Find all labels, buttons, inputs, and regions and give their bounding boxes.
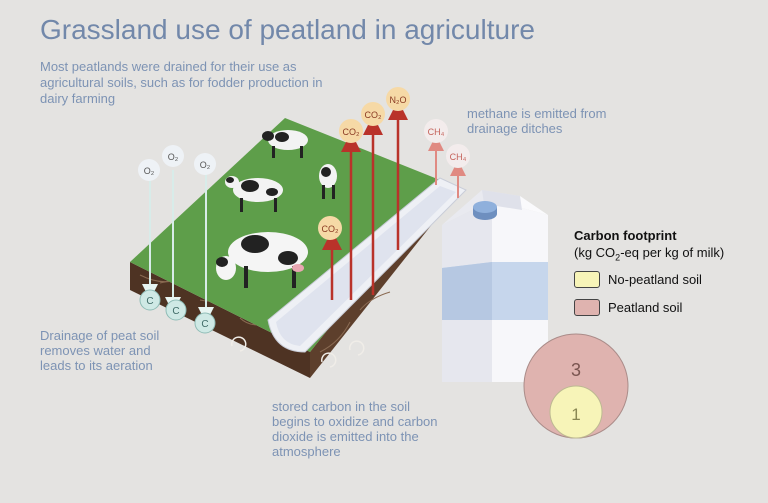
intro-text: Most peatlands were drained for their us…: [40, 59, 323, 106]
legend-label: No-peatland soil: [608, 272, 702, 287]
peatland-value: 3: [571, 360, 581, 380]
o2-bubble: O₂: [194, 153, 216, 175]
carbon-bubble: C: [165, 299, 187, 321]
co2-label: CO₂: [322, 224, 340, 234]
o2-label: O₂: [200, 160, 211, 170]
co2-label: CO₂: [343, 127, 361, 137]
carbon-bubble: C: [194, 312, 216, 334]
drainage-ditch: [267, 177, 467, 353]
ch4-bubble: CH₄: [446, 144, 470, 168]
legend-item-peatland: Peatland soil: [574, 299, 682, 316]
cow-icon: [216, 232, 308, 288]
o2-bubble: O₂: [138, 159, 160, 181]
co2-arrows: [322, 100, 408, 300]
n2o-label: N₂O: [390, 95, 407, 105]
carbon-label: C: [201, 319, 208, 330]
no-peatland-value: 1: [571, 405, 580, 424]
co2-bubble: CO₂: [339, 119, 363, 143]
cow-icon: [225, 176, 283, 212]
methane-arrows: [428, 135, 466, 198]
carbon-label: C: [172, 306, 179, 317]
legend-swatch: [574, 271, 600, 288]
o2-label: O₂: [168, 152, 179, 162]
o2-label: O₂: [144, 166, 155, 176]
ch4-bubble: CH₄: [424, 119, 448, 143]
legend-item-no-peatland: No-peatland soil: [574, 271, 702, 288]
legend-title: Carbon footprint: [574, 228, 677, 243]
page-title: Grassland use of peatland in agriculture: [40, 14, 535, 45]
drainage-note: Drainage of peat soil removes water and …: [40, 328, 160, 373]
cow-icon: [262, 130, 308, 158]
legend-label: Peatland soil: [608, 300, 683, 315]
cow-icon: [319, 164, 337, 199]
legend-swatch: [574, 299, 600, 316]
o2-bubble: O₂: [162, 145, 184, 167]
carbon-bubble: C: [139, 289, 161, 311]
footprint-comparison: 3 1: [523, 333, 629, 439]
co2-bubble: CO₂: [361, 102, 385, 126]
methane-note: methane is emitted from drainage ditches: [467, 106, 607, 136]
co2-label: CO₂: [365, 110, 383, 120]
milk-carton-icon: [442, 190, 548, 382]
aeration-icon: [230, 336, 365, 368]
legend-unit: (kg CO2-eq per kg of milk): [574, 245, 725, 263]
ch4-label: CH₄: [428, 127, 445, 137]
oxygen-arrows: [142, 170, 214, 323]
carbon-oxidation-note: stored carbon in the soil begins to oxid…: [272, 399, 438, 459]
no-peatland-footprint-circle: [549, 385, 603, 439]
ch4-label: CH₄: [450, 152, 467, 162]
n2o-bubble: N₂O: [386, 87, 410, 111]
co2-bubble: CO₂: [318, 216, 342, 240]
carbon-label: C: [146, 296, 153, 307]
